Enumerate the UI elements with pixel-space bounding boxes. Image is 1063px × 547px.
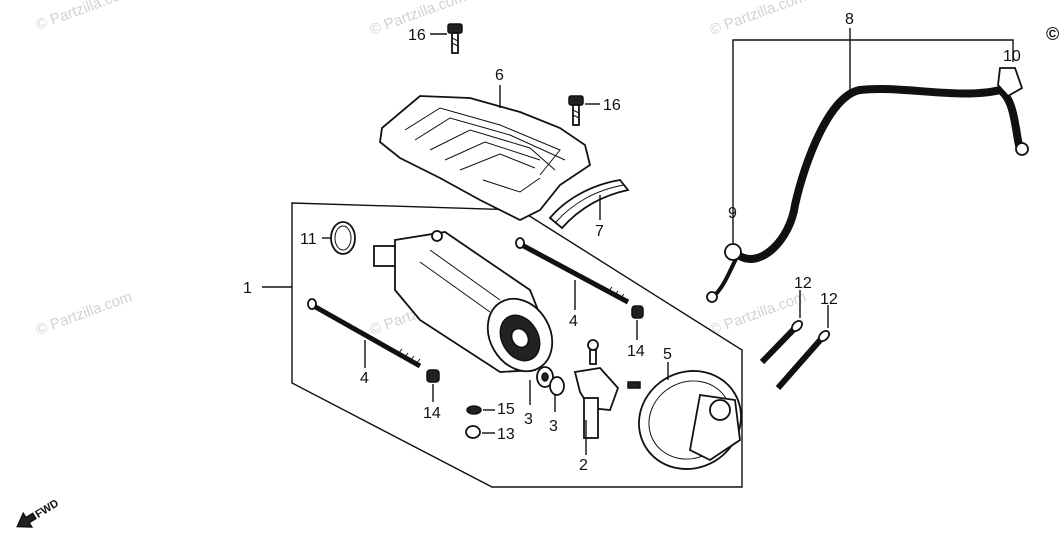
callout-8: 8 xyxy=(845,11,854,28)
nut-14-left xyxy=(426,369,440,383)
bolt-12-right xyxy=(775,330,830,390)
callout-14a: 14 xyxy=(423,405,441,422)
cover-seal xyxy=(548,179,630,230)
bolt-16-right xyxy=(568,95,584,126)
watermark-1: © Partzilla.com xyxy=(34,0,135,34)
callout-16a: 16 xyxy=(408,27,426,44)
callout-3b: 3 xyxy=(549,418,558,435)
callout-2: 2 xyxy=(579,457,588,474)
leader-9-10 xyxy=(732,39,1014,243)
callout-12a: 12 xyxy=(794,275,812,292)
end-cover xyxy=(638,370,742,470)
bushing-3-left xyxy=(536,366,554,388)
callout-7: 7 xyxy=(595,223,604,240)
starter-motor xyxy=(373,230,554,373)
long-bolt-right xyxy=(515,237,630,305)
callout-14b: 14 xyxy=(627,343,645,360)
copyright-symbol: © xyxy=(1046,24,1059,44)
nut-14-right xyxy=(631,305,644,319)
callouts: 1 2 3 3 4 4 5 6 7 8 9 10 11 12 12 13 14 … xyxy=(243,11,1021,474)
callout-1: 1 xyxy=(243,280,252,297)
watermark-3: © Partzilla.com xyxy=(708,0,809,39)
callout-4b: 4 xyxy=(569,313,578,330)
nut-13 xyxy=(465,425,481,439)
callout-16b: 16 xyxy=(603,97,621,114)
callout-3a: 3 xyxy=(524,411,533,428)
bushing-3-right xyxy=(549,376,565,396)
callout-5: 5 xyxy=(663,346,672,363)
bolt-16-top xyxy=(447,23,463,54)
brush-holder xyxy=(573,339,641,439)
callout-13: 13 xyxy=(497,426,515,443)
fwd-label: FWD xyxy=(33,497,61,520)
fwd-arrow: FWD xyxy=(16,497,61,528)
callout-11: 11 xyxy=(300,231,317,248)
callout-15: 15 xyxy=(497,401,515,418)
starter-cable xyxy=(706,67,1029,303)
callout-10: 10 xyxy=(1003,48,1021,65)
callout-9: 9 xyxy=(728,205,737,222)
starter-cover xyxy=(379,95,592,222)
long-bolt-left xyxy=(307,298,422,369)
washer-15 xyxy=(466,405,482,415)
callout-6: 6 xyxy=(495,67,504,84)
callout-4a: 4 xyxy=(360,370,369,387)
callout-12b: 12 xyxy=(820,291,838,308)
bolt-12-left xyxy=(759,320,803,365)
watermark-4: © Partzilla.com xyxy=(34,288,135,339)
